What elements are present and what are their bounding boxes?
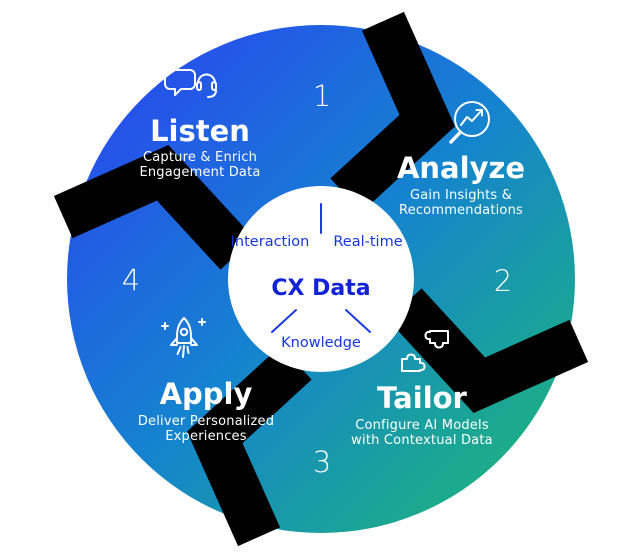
step-analyze: Analyze Gain Insights & Recommendations …: [397, 101, 525, 298]
step-listen: Listen Capture & Enrich Engagement Data …: [139, 69, 331, 180]
center-label-knowledge: Knowledge: [281, 335, 361, 351]
clockwise-arrow-gap-top: [330, 11, 455, 213]
step-listen-number: 1: [313, 79, 331, 113]
clockwise-arrow-gap-bottom: [187, 345, 312, 547]
center-circle: [228, 186, 414, 372]
center-label-interaction: Interaction: [231, 234, 310, 250]
center-divider-lower-left: [271, 309, 297, 333]
step-analyze-subtitle-2: Recommendations: [399, 203, 523, 218]
clockwise-arrow-gap-left: [53, 145, 255, 270]
step-apply: Apply Deliver Personalized Experiences 4: [122, 263, 274, 444]
step-analyze-title: Analyze: [397, 151, 525, 185]
step-listen-subtitle-1: Capture & Enrich: [143, 150, 257, 165]
center-divider-lower-right: [345, 309, 371, 333]
step-listen-subtitle-2: Engagement Data: [139, 165, 260, 180]
center-title: CX Data: [271, 276, 370, 301]
step-tailor-subtitle-2: with Contextual Data: [351, 433, 493, 448]
magnifier-trend-icon: [449, 101, 490, 144]
step-analyze-number: 2: [494, 264, 512, 298]
chat-headset-icon: [164, 69, 217, 98]
puzzle-pieces-icon: [401, 330, 449, 372]
step-tailor-title: Tailor: [377, 381, 467, 415]
step-tailor: Tailor Configure AI Models with Contextu…: [313, 330, 493, 479]
step-tailor-subtitle-1: Configure AI Models: [355, 418, 489, 433]
step-apply-number: 4: [122, 263, 140, 297]
step-apply-subtitle-2: Experiences: [165, 429, 246, 444]
step-apply-title: Apply: [160, 377, 253, 411]
rocket-icon: [161, 317, 206, 358]
center-label-realtime: Real-time: [333, 234, 402, 250]
step-listen-title: Listen: [150, 114, 250, 148]
step-analyze-subtitle-1: Gain Insights &: [410, 188, 512, 203]
step-tailor-number: 3: [313, 445, 331, 479]
step-apply-subtitle-1: Deliver Personalized: [138, 414, 274, 429]
